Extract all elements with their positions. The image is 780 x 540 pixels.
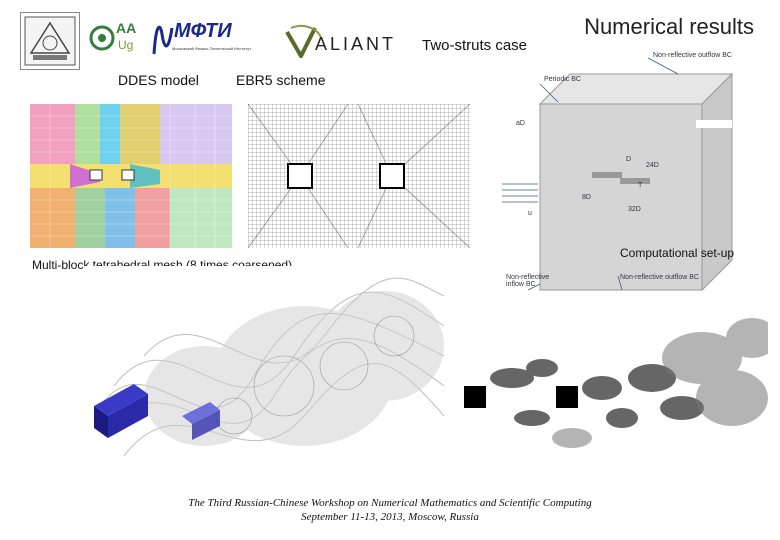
model-label: DDES model (118, 72, 199, 88)
page-subtitle: Two-struts case (422, 37, 528, 54)
outflow-bc-bottom-label: Non-reflective outflow BC (620, 274, 699, 281)
vorticity-field-image (452, 298, 778, 494)
periodic-bc-label: Periodic BC (544, 76, 581, 83)
scheme-label: EBR5 scheme (236, 72, 326, 88)
university-crest-logo (20, 12, 80, 70)
dim-d-label: D (626, 156, 632, 163)
footer: The Third Russian-Chinese Workshop on Nu… (120, 496, 660, 524)
dim-8d-label: 8D (582, 194, 591, 201)
mipt-logo: МФТИ Московский Физико-Технический Инсти… (150, 14, 265, 60)
dim-t-label: T (638, 182, 643, 189)
setup-diagram: Non-reflective outflow BC Periodic BC aD… (498, 44, 774, 302)
valiant-logo: ALIANT (285, 24, 420, 58)
dim-a-label: aD (516, 120, 525, 127)
aa-logo: AA Ug (88, 16, 140, 60)
dim-u-label: u (528, 210, 532, 217)
outflow-bc-label: Non-reflective outflow BC (653, 52, 732, 59)
page-title: Numerical results (584, 14, 754, 39)
dim-24d-label: 24D (646, 162, 659, 169)
mipt-logo-text: МФТИ (174, 20, 232, 42)
setup-caption: Computational set-up (620, 246, 735, 260)
inflow-bc-label: Non-reflective inflow BC (506, 274, 550, 288)
footer-line1: The Third Russian-Chinese Workshop on Nu… (188, 497, 592, 509)
grid-mesh-image (247, 103, 471, 249)
vortex-3d-visualization (84, 266, 454, 496)
aa-logo-bottom: Ug (118, 38, 134, 52)
mipt-logo-tagline: Московский Физико-Технический Институт (172, 46, 252, 51)
dim-32d-label: 32D (628, 206, 641, 213)
footer-line2: September 11-13, 2013, Moscow, Russia (301, 511, 479, 523)
aa-logo-top: AA (116, 20, 137, 36)
valiant-logo-text: ALIANT (315, 34, 397, 54)
colored-block-mesh-image (30, 104, 232, 248)
